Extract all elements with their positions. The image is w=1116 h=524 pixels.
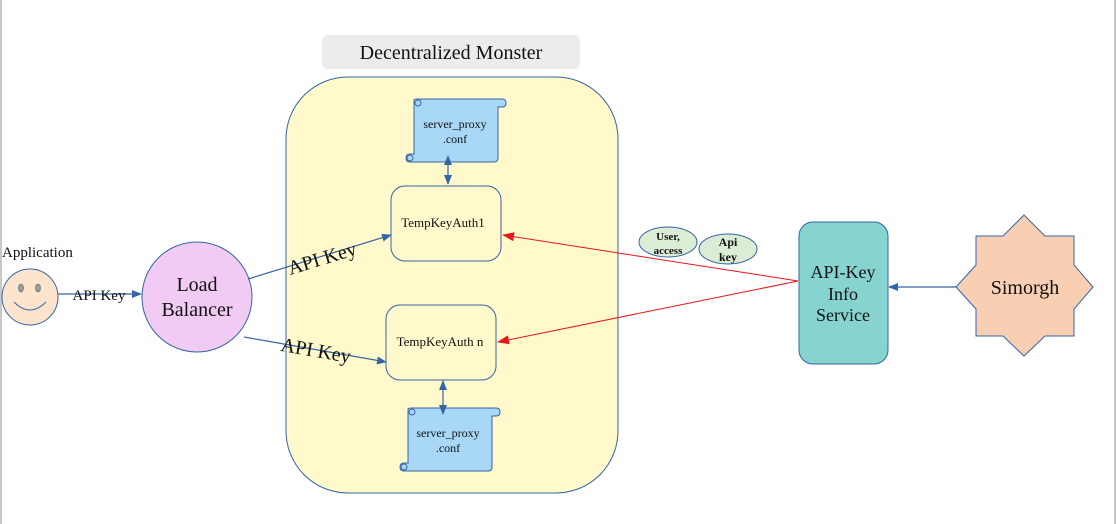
bubble-user-access: User, access bbox=[638, 226, 698, 258]
decentralized-container bbox=[285, 76, 619, 494]
bubble-api-key-line1: Api bbox=[719, 235, 738, 249]
bubble-user-access-line1: User, bbox=[656, 231, 680, 243]
application-face-icon[interactable] bbox=[1, 268, 59, 326]
title-box: Decentralized Monster bbox=[322, 35, 580, 69]
temp-key-auth-n[interactable]: TempKeyAuth n bbox=[385, 304, 497, 381]
config-bottom-line1: server_proxy bbox=[416, 426, 479, 440]
config-file-bottom: server_proxy .conf bbox=[399, 407, 501, 472]
edge-label-app-lb: API Key bbox=[73, 288, 126, 304]
config-bottom-line2: .conf bbox=[436, 441, 460, 455]
config-top-line2: .conf bbox=[443, 132, 467, 146]
bubble-api-key-line2: key bbox=[719, 250, 737, 264]
load-balancer-line2: Balancer bbox=[161, 299, 232, 321]
api-key-info-service[interactable]: API-Key Info Service bbox=[798, 221, 889, 365]
info-service-line2: Info bbox=[828, 284, 858, 304]
auth-1-label: TempKeyAuth1 bbox=[401, 215, 485, 230]
info-service-line3: Service bbox=[816, 305, 870, 325]
info-service-line1: API-Key bbox=[811, 262, 876, 282]
auth-n-label: TempKeyAuth n bbox=[397, 334, 484, 349]
application-label: Application bbox=[2, 245, 73, 261]
arrow-info-to-authn bbox=[497, 280, 799, 345]
temp-key-auth-1[interactable]: TempKeyAuth1 bbox=[390, 185, 502, 262]
load-balancer[interactable]: Load Balancer bbox=[141, 241, 253, 353]
simorgh-label: Simorgh bbox=[991, 277, 1060, 299]
bubble-api-key: Api key bbox=[698, 233, 758, 265]
config-file-top: server_proxy .conf bbox=[405, 98, 507, 163]
bubble-user-access-line2: access bbox=[654, 245, 683, 257]
config-top-line1: server_proxy bbox=[423, 117, 486, 131]
load-balancer-line1: Load bbox=[176, 274, 217, 296]
arrow-lb-to-authn bbox=[243, 336, 387, 365]
arrow-lb-to-auth1 bbox=[247, 233, 392, 280]
diagram-title: Decentralized Monster bbox=[360, 42, 543, 64]
simorgh-node[interactable]: Simorgh bbox=[955, 214, 1094, 357]
arrow-info-to-auth1 bbox=[502, 232, 799, 282]
